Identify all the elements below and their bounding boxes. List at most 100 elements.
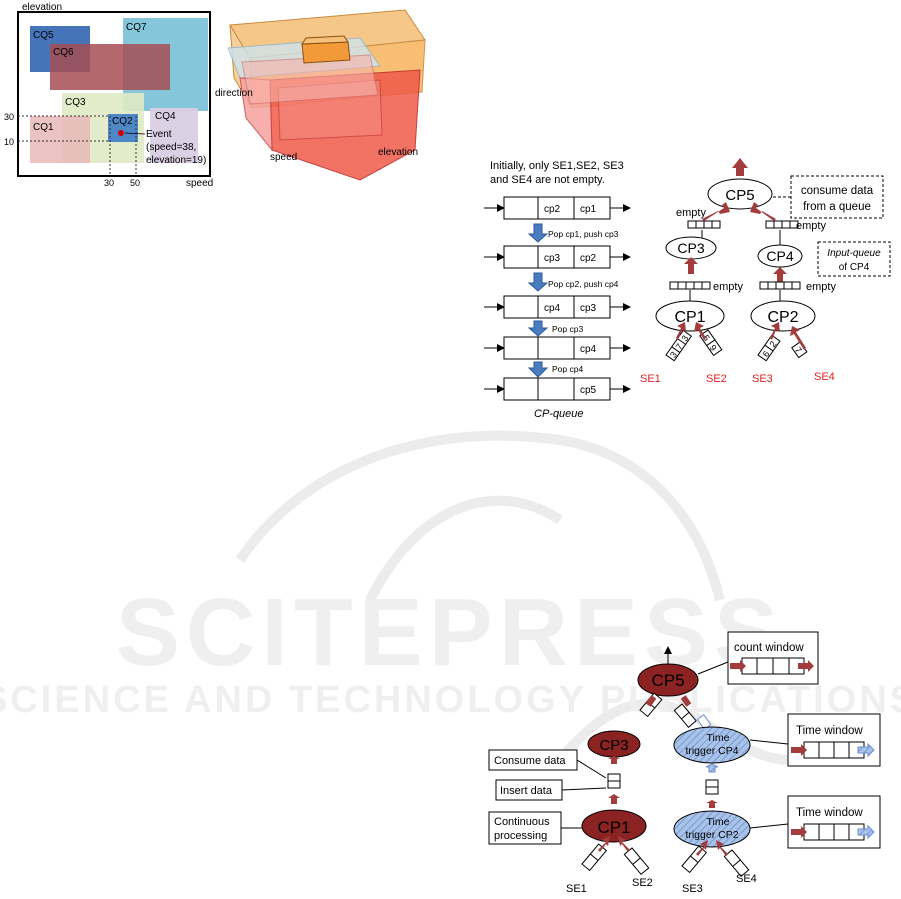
box-small-orange (301, 41, 351, 64)
label-continuous-2: processing (494, 830, 547, 842)
label-cq7: CQ7 (126, 22, 147, 33)
source-se4: SE4 (814, 371, 835, 383)
label-continuous-1: Continuous (494, 816, 550, 828)
se4-queue (723, 849, 750, 878)
se2-value: 5 (701, 333, 712, 343)
op-label-4: Pop cp4 (552, 364, 583, 374)
source-se1: SE1 (640, 373, 661, 385)
queue-cell: cp1 (580, 204, 597, 215)
se3-value: 2 (767, 339, 778, 349)
empty-label-3: empty (713, 281, 743, 293)
region-cq4 (150, 108, 198, 163)
queue-caption: CP-queue (534, 408, 584, 420)
label-cq4: CQ4 (155, 111, 176, 122)
se1-value: 3 (668, 350, 679, 360)
queue-cell: cp3 (580, 303, 597, 314)
x-tick-50: 50 (130, 178, 140, 188)
queue-row-2: cp3 cp2 (484, 245, 631, 269)
node-cp5 (707, 178, 773, 210)
se2-value: 9 (708, 343, 719, 353)
window-time-2-label: Time window (796, 807, 863, 819)
node-cp3-label: CP3 (677, 240, 704, 256)
label-insert: Insert data (500, 785, 553, 797)
window-time-1-label: Time window (796, 725, 863, 737)
se3-queue: 6 2 (757, 334, 781, 362)
cp5-right-queue (673, 703, 697, 728)
queue-cell: cp4 (580, 344, 597, 355)
plot-frame (17, 11, 211, 177)
node-cp5 (637, 663, 699, 697)
queue-row-5: cp5 (484, 377, 631, 401)
se1-value: 7 (674, 342, 685, 352)
callout-consume-1: consume data (801, 185, 874, 197)
empty-label-2: empty (796, 220, 826, 232)
op-label-3: Pop cp3 (552, 324, 583, 334)
node-trigger-cp2 (673, 810, 751, 848)
query-region-chart: elevation CQ7 CQ5 CQ6 CQ3 CQ4 CQ1 CQ2 30… (4, 2, 213, 189)
axis-direction: direction (215, 88, 253, 99)
region-cq6 (50, 44, 170, 90)
y-axis-label: elevation (22, 2, 62, 13)
node-trigger-cp4-1: Time (707, 732, 730, 744)
watermark-logo (235, 430, 791, 765)
source-se1: SE1 (566, 883, 587, 895)
event-label-3: elevation=19) (146, 155, 206, 166)
y-tick-10: 10 (4, 137, 14, 147)
empty-label-1: empty (676, 207, 706, 219)
se1-queue: 3 7 3 (665, 329, 693, 362)
se1-value: 3 (679, 333, 690, 343)
node-trigger-cp2-2: trigger CP2 (685, 829, 738, 841)
node-cp2 (750, 300, 816, 332)
region-cq2 (108, 114, 138, 142)
node-cp1 (655, 300, 725, 332)
event-label-2: (speed=38, (146, 142, 196, 153)
y-tick-30: 30 (4, 112, 14, 122)
callout-input-queue (817, 241, 891, 277)
event-pointer (124, 132, 146, 135)
op-label-2: Pop cp2, push cp4 (548, 279, 619, 289)
queue-cell: cp5 (580, 385, 597, 396)
axis-elevation: elevation (378, 147, 418, 158)
se3-queue (681, 845, 708, 874)
source-se2: SE2 (632, 877, 653, 889)
axis-speed: speed (270, 152, 297, 163)
x-tick-30: 30 (104, 178, 114, 188)
se4-queue: 7 (791, 341, 808, 359)
callout-consume-2: from a queue (803, 201, 871, 213)
box-small-orange-top (301, 35, 349, 45)
se2-queue: 5 9 (699, 329, 723, 357)
callout-input-queue-2: of CP4 (839, 262, 870, 273)
caption-line-1: Initially, only SE1,SE2, SE3 (490, 160, 624, 172)
watermark-tagline: SCIENCE AND TECHNOLOGY PUBLICATIONS (0, 679, 901, 721)
node-cp4-label: CP4 (766, 248, 793, 264)
callout-consume (790, 175, 884, 219)
queue-cell: cp4 (544, 303, 561, 314)
source-se3: SE3 (752, 373, 773, 385)
x-axis-label: speed (186, 178, 213, 189)
node-cp1-label: CP1 (674, 309, 705, 326)
window-count-label: count window (734, 642, 804, 654)
label-cq1: CQ1 (33, 122, 54, 133)
queue-row-1: cp2 cp1 (484, 196, 631, 220)
label-cq5: CQ5 (33, 30, 54, 41)
queue-row-3: cp4 cp3 (484, 295, 631, 319)
query-cube-3d: direction speed elevation (215, 9, 426, 181)
node-trigger-cp4 (673, 726, 751, 764)
queue-cell: cp2 (544, 204, 561, 215)
event-point (118, 130, 124, 136)
queue-cell: cp3 (544, 253, 561, 264)
cp-queue-figure: Initially, only SE1,SE2, SE3 and SE4 are… (484, 158, 891, 420)
caption-line-2: and SE4 are not empty. (490, 174, 605, 186)
trigger-tree-figure: CP5 count window CP3 Time trigger CP4 Ti… (488, 631, 881, 895)
event-label-1: Event (146, 129, 172, 140)
source-se4: SE4 (736, 873, 757, 885)
se4-value: 7 (793, 345, 804, 355)
label-consume: Consume data (494, 755, 566, 767)
se3-value: 6 (761, 349, 772, 359)
node-trigger-cp4-2: trigger CP4 (685, 745, 738, 757)
node-cp5-label: CP5 (651, 671, 684, 690)
source-se2: SE2 (706, 373, 727, 385)
label-cq6: CQ6 (53, 47, 74, 58)
callout-input-queue-1: Input-queue (827, 248, 881, 259)
